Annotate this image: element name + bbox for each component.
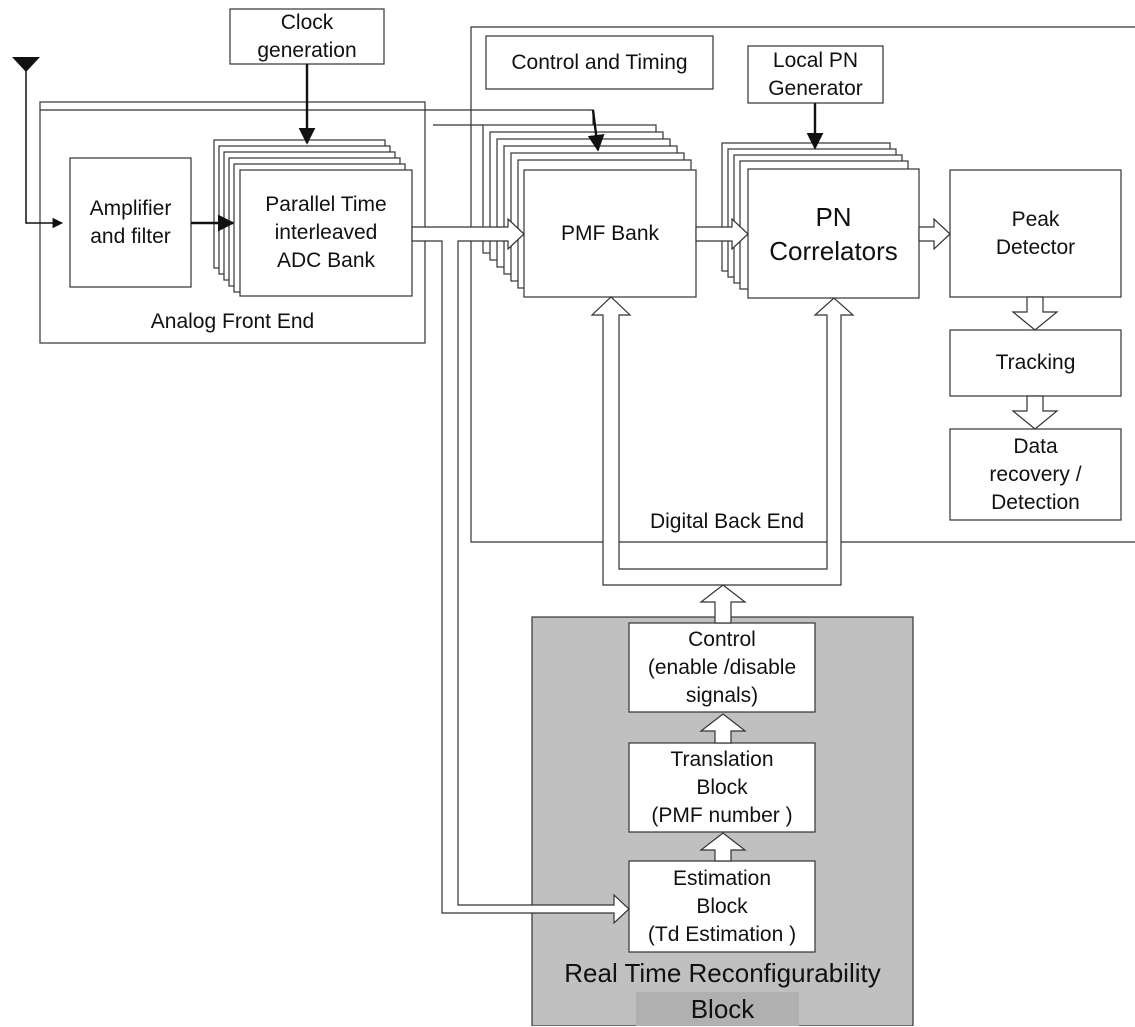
translation-to-control-arrow xyxy=(699,713,747,744)
control-to-backend-arrow xyxy=(699,584,747,624)
pn-correlators-stack xyxy=(721,142,920,299)
antenna-icon xyxy=(12,57,40,72)
control-timing-box xyxy=(485,35,714,90)
feedback-bus-arrows xyxy=(590,296,855,586)
analog-front-end-label: Analog Front End xyxy=(150,310,315,333)
pmf-bank-stack xyxy=(482,124,697,298)
correlators-to-peak-arrow xyxy=(918,217,951,251)
clock-generation-box xyxy=(229,8,385,65)
pmf-bank-label: PMF Bank xyxy=(560,221,660,245)
estimation-box xyxy=(628,860,816,953)
adc-bank-stack xyxy=(213,139,413,297)
local-pn-generator-box xyxy=(747,45,884,104)
pmf-to-correlators-arrow xyxy=(695,217,749,251)
estimation-to-translation-arrow xyxy=(699,832,747,862)
translation-box xyxy=(628,742,816,833)
tracking-box xyxy=(949,329,1122,397)
control-timing-label: Control and Timing xyxy=(511,50,688,74)
data-recovery-box xyxy=(949,428,1122,521)
digital-back-end-label: Digital Back End xyxy=(649,510,805,533)
tracking-to-data-arrow xyxy=(1011,395,1059,430)
tracking-label: Tracking xyxy=(995,351,1076,374)
peak-to-tracking-arrow xyxy=(1011,296,1059,331)
rtr-block-inner-shade xyxy=(636,992,799,1026)
adc-to-pmf-arrow xyxy=(411,217,630,925)
control-box xyxy=(628,622,816,713)
amplifier-filter-box xyxy=(69,157,192,288)
loop-to-pmf-arrow xyxy=(587,109,605,152)
digital-back-end-group xyxy=(470,26,1135,543)
